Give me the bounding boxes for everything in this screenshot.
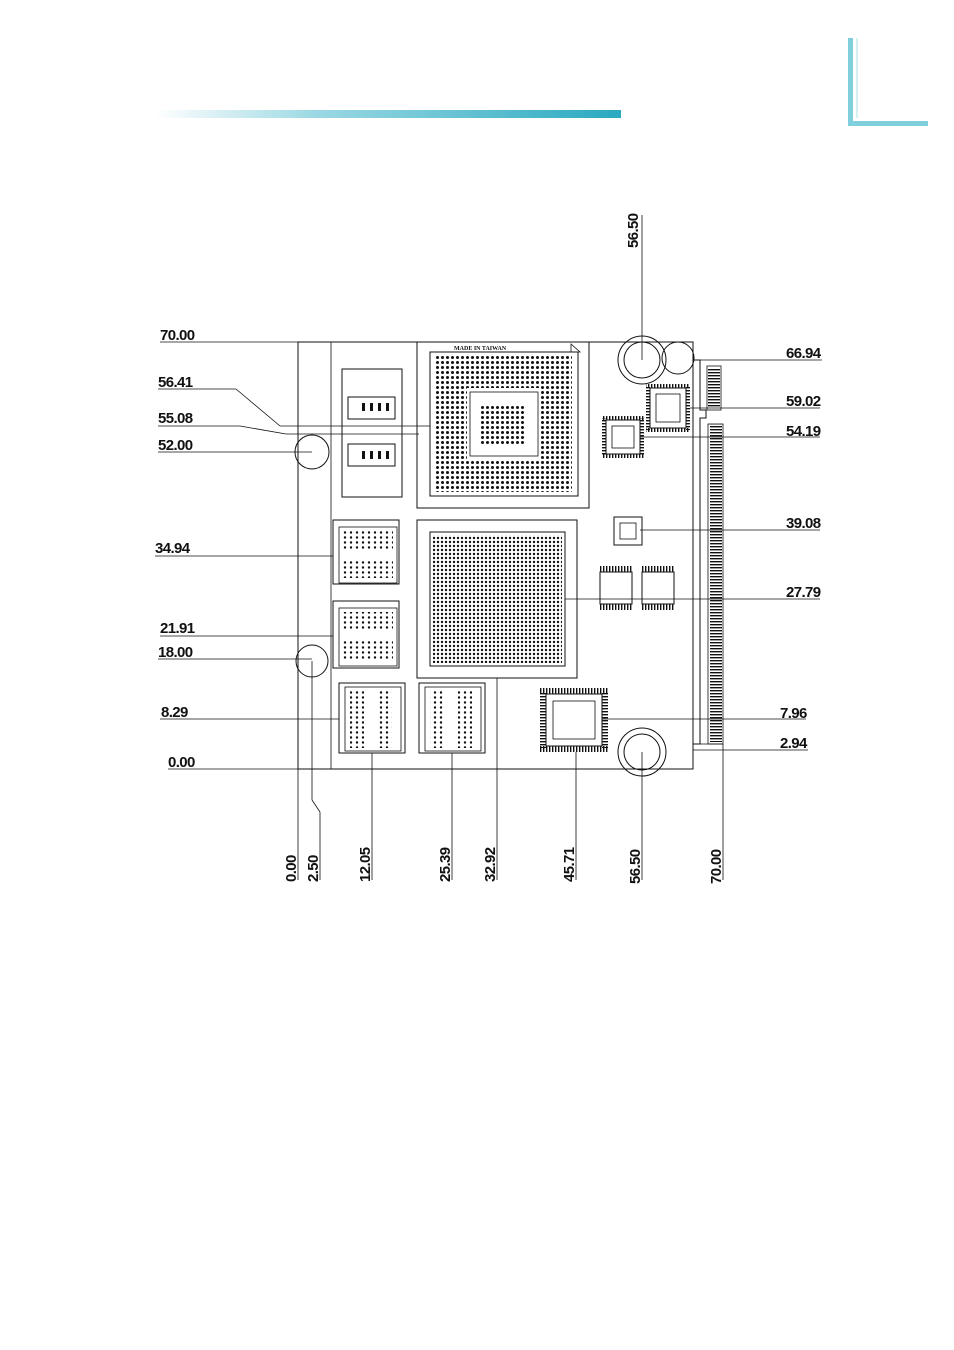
qfp-chip-bottom <box>540 688 608 752</box>
dim-8-29: 8.29 <box>161 704 188 721</box>
dim-66-94: 66.94 <box>786 345 822 362</box>
edge-connector <box>693 359 724 745</box>
header-accent-bar <box>155 110 621 118</box>
dim-32-92: 32.92 <box>482 847 499 882</box>
dim-27-79: 27.79 <box>786 584 821 601</box>
dim-70-00-left: 70.00 <box>160 327 195 344</box>
cpu-bga: MADE IN TAIWAN <box>416 341 590 509</box>
dim-0-00-left: 0.00 <box>168 754 195 771</box>
right-dimension-lines <box>565 359 822 751</box>
dim-2-50: 2.50 <box>305 855 322 882</box>
top-dimension-labels: 56.50 <box>625 213 642 248</box>
dim-59-02: 59.02 <box>786 393 821 410</box>
dim-34-94: 34.94 <box>155 540 191 557</box>
bottom-dimension-labels: 0.00 2.50 12.05 25.39 32.92 45.71 56.50 … <box>283 847 725 884</box>
dim-56-50-bottom: 56.50 <box>627 849 644 884</box>
memory-chips-left <box>332 519 400 669</box>
dim-12-05: 12.05 <box>357 847 374 882</box>
left-dimension-lines <box>155 341 430 770</box>
dim-2-94: 2.94 <box>780 735 808 752</box>
vertical-dimension-lines <box>297 215 724 880</box>
dim-0-00-bottom: 0.00 <box>283 855 300 882</box>
dim-56-50-top: 56.50 <box>625 213 642 248</box>
right-dimension-labels: 66.94 59.02 54.19 39.08 27.79 7.96 2.94 <box>780 345 822 752</box>
dim-70-00-bottom: 70.00 <box>708 849 725 884</box>
board-marking: MADE IN TAIWAN <box>454 346 507 352</box>
qfn-chips-right <box>602 384 690 546</box>
dim-18-00: 18.00 <box>158 644 193 661</box>
dim-52-00: 52.00 <box>158 437 193 454</box>
top-left-component <box>341 368 403 498</box>
dim-54-19: 54.19 <box>786 423 821 440</box>
dim-45-71: 45.71 <box>561 847 578 882</box>
dim-56-41: 56.41 <box>158 374 193 391</box>
dim-21-91: 21.91 <box>160 620 195 637</box>
corner-tab <box>848 38 928 126</box>
dim-39-08: 39.08 <box>786 515 821 532</box>
dim-55-08: 55.08 <box>158 410 193 427</box>
chipset-bga <box>416 519 578 679</box>
left-dimension-labels: 70.00 56.41 55.08 52.00 34.94 21.91 18.0… <box>155 327 196 771</box>
memory-chips-bottom <box>338 682 486 754</box>
dim-7-96: 7.96 <box>780 705 807 722</box>
dim-25-39: 25.39 <box>437 847 454 882</box>
soic-chips <box>599 566 675 610</box>
